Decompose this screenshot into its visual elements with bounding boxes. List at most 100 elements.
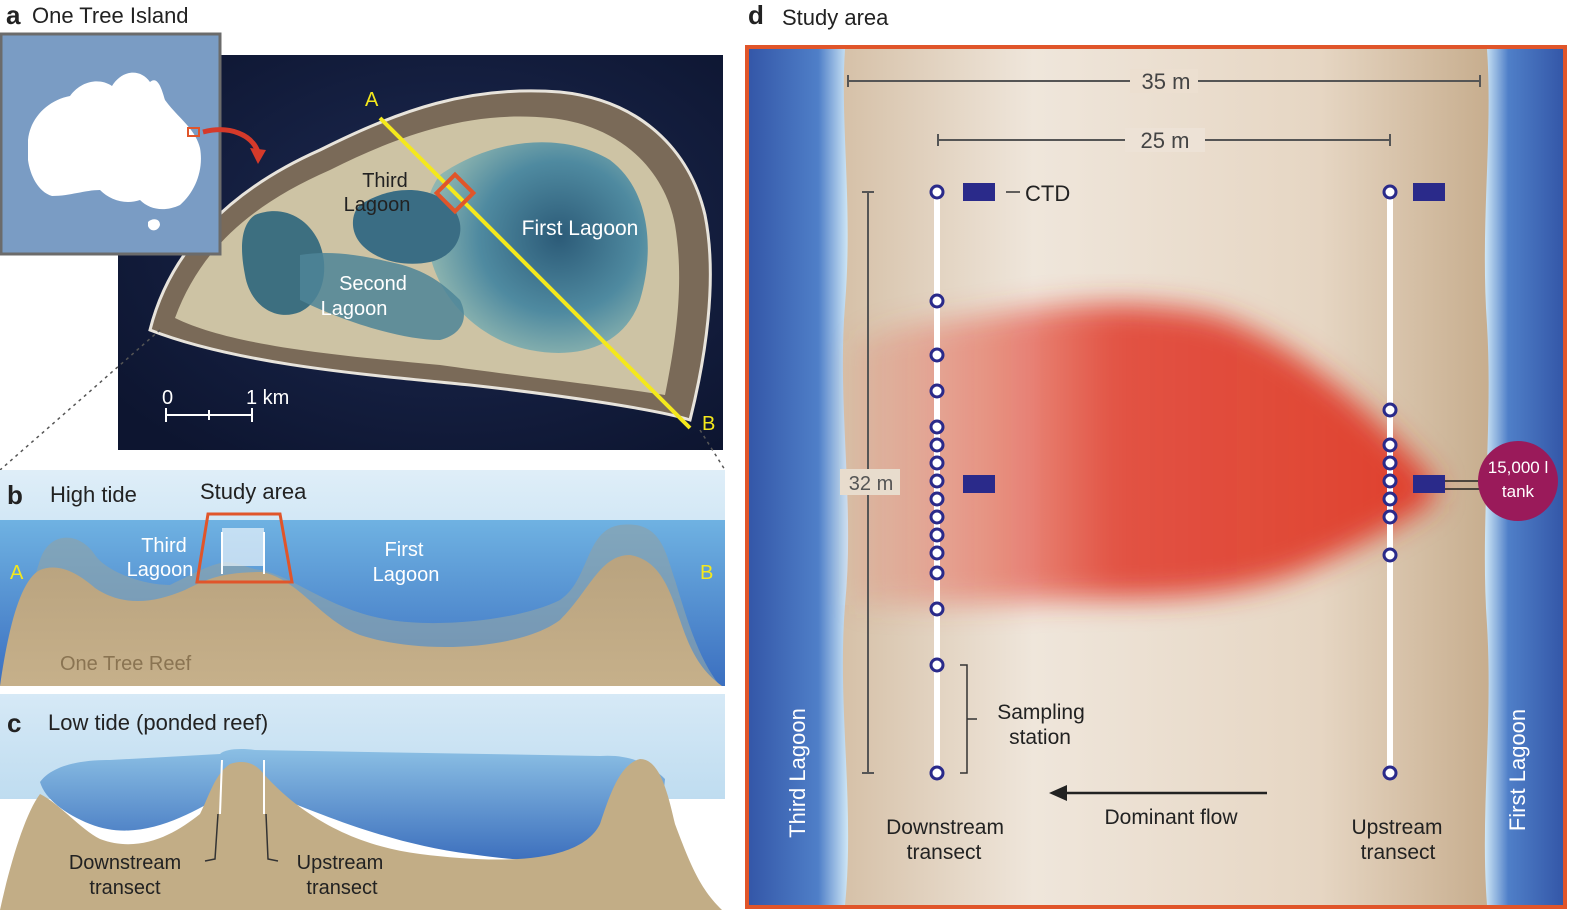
third-lagoon-shape: [352, 190, 461, 264]
curved-arrow-head: [250, 148, 266, 164]
one-tree-reef-label: One Tree Reef: [60, 653, 192, 675]
upstream-leader-c: [265, 813, 279, 862]
first-lagoon-b-1: First: [385, 539, 424, 561]
sampling-station: [929, 509, 945, 525]
sampling-station: [929, 565, 945, 581]
sampling-station: [929, 765, 945, 781]
sampling-station: [929, 437, 945, 453]
label-second-lagoon-2: Lagoon: [321, 298, 388, 320]
low-tide-diagram: c Low tide (ponded reef) Downstream tran…: [0, 694, 725, 910]
sampling-station: [929, 419, 945, 435]
panel-a-letter: a: [6, 0, 21, 30]
ctd-downstream-top: [963, 183, 995, 201]
ctd-downstream-mid: [963, 475, 995, 493]
panel-c-title: Low tide (ponded reef): [48, 710, 268, 735]
panel-a-title: One Tree Island: [32, 3, 189, 28]
transect-line-ab: [378, 116, 692, 430]
label-point-b: B: [702, 413, 715, 435]
dim-35m-label: 35 m: [1142, 69, 1191, 94]
label-point-a: A: [365, 89, 379, 111]
panel-d-letter: d: [748, 0, 764, 30]
reef-c: [0, 759, 722, 910]
sampling-station: [1382, 473, 1398, 489]
sampling-station: [929, 491, 945, 507]
island-map: Third Lagoon First Lagoon Second Lagoon …: [0, 32, 726, 470]
downstream-d-1: Downstream: [886, 816, 1004, 839]
third-lagoon-d-label: Third Lagoon: [785, 708, 810, 838]
sampling-station: [929, 545, 945, 561]
sampling-station: [929, 184, 945, 200]
tank-label-2: tank: [1502, 482, 1535, 501]
reef-b: [0, 555, 722, 686]
point-b-b: B: [700, 562, 713, 584]
downstream-marker-c: [219, 759, 223, 815]
third-lagoon-b-1: Third: [141, 535, 187, 557]
sampling-station: [929, 473, 945, 489]
tank-label-1: 15,000 l: [1488, 458, 1549, 477]
first-lagoon-d-label: First Lagoon: [1505, 709, 1530, 831]
sampling-station: [929, 657, 945, 673]
sampling-label-1: Sampling: [997, 701, 1085, 724]
downstream-d-2: transect: [907, 841, 982, 864]
study-area-marker: [433, 171, 477, 215]
sampling-station: [1382, 547, 1398, 563]
label-third-lagoon-1: Third: [362, 170, 408, 192]
ponded-water-c: [40, 749, 665, 862]
sampling-station: [929, 383, 945, 399]
upstream-c-1: Upstream: [297, 852, 384, 874]
downstream-leader-c: [204, 813, 219, 862]
downstream-c-1: Downstream: [69, 852, 181, 874]
sampling-station: [1382, 491, 1398, 507]
sampling-station: [929, 527, 945, 543]
dim-25m-label: 25 m: [1141, 128, 1190, 153]
study-area-box-b: [195, 512, 294, 584]
third-lagoon-strip: [749, 49, 849, 905]
dye-plume: [855, 304, 1435, 605]
lagoon-connector: [300, 252, 464, 340]
label-first-lagoon: First Lagoon: [522, 217, 639, 240]
dim-35m-label-bg: [1130, 69, 1198, 93]
sampling-station: [929, 347, 945, 363]
sampling-station: [1382, 455, 1398, 471]
sampling-station: [1382, 509, 1398, 525]
upstream-d-1: Upstream: [1351, 816, 1442, 839]
sampling-station: [929, 293, 945, 309]
panel-b-letter: b: [7, 480, 23, 510]
upstream-c-2: transect: [306, 877, 378, 899]
study-area-water-b: [222, 528, 264, 566]
study-area-label-b: Study area: [200, 479, 307, 504]
sampling-label-2: station: [1009, 726, 1071, 749]
dim-32m-label-bg: [840, 469, 900, 495]
flow-arrow-head: [1049, 785, 1067, 801]
australia-map-icon: [28, 72, 201, 231]
point-a-b: A: [10, 562, 24, 584]
sampling-station: [1382, 437, 1398, 453]
dim-25m-label-bg: [1125, 128, 1205, 152]
downstream-stations: [929, 184, 945, 781]
zoom-line-left: [0, 329, 161, 470]
first-lagoon-b-2: Lagoon: [373, 564, 440, 586]
inset-location-box: [187, 127, 200, 137]
sampling-station: [929, 455, 945, 471]
curved-arrow-icon: [202, 127, 261, 154]
upstream-d-2: transect: [1361, 841, 1436, 864]
first-lagoon-shape: [425, 142, 648, 353]
sampling-station: [1382, 765, 1398, 781]
upstream-stations: [1382, 184, 1398, 781]
flow-label: Dominant flow: [1104, 806, 1238, 829]
scale-label-one: 1 km: [246, 387, 289, 409]
ctd-label: CTD: [1025, 181, 1070, 206]
scale-label-zero: 0: [162, 387, 173, 409]
dim-32m-label: 32 m: [849, 473, 893, 495]
label-third-lagoon-2: Lagoon: [344, 194, 411, 216]
downstream-c-2: transect: [89, 877, 161, 899]
sampling-station: [929, 601, 945, 617]
ctd-upstream-mid: [1413, 475, 1445, 493]
ctd-upstream-top: [1413, 183, 1445, 201]
panel-b-title: High tide: [50, 482, 137, 507]
third-lagoon-b-2: Lagoon: [127, 559, 194, 581]
sampling-station: [1382, 184, 1398, 200]
panel-c-letter: c: [7, 708, 21, 738]
study-area-diagram: 35 m 25 m 32 m CTD 15,000 l tank Samplin…: [745, 45, 1567, 909]
sampling-station: [1382, 402, 1398, 418]
